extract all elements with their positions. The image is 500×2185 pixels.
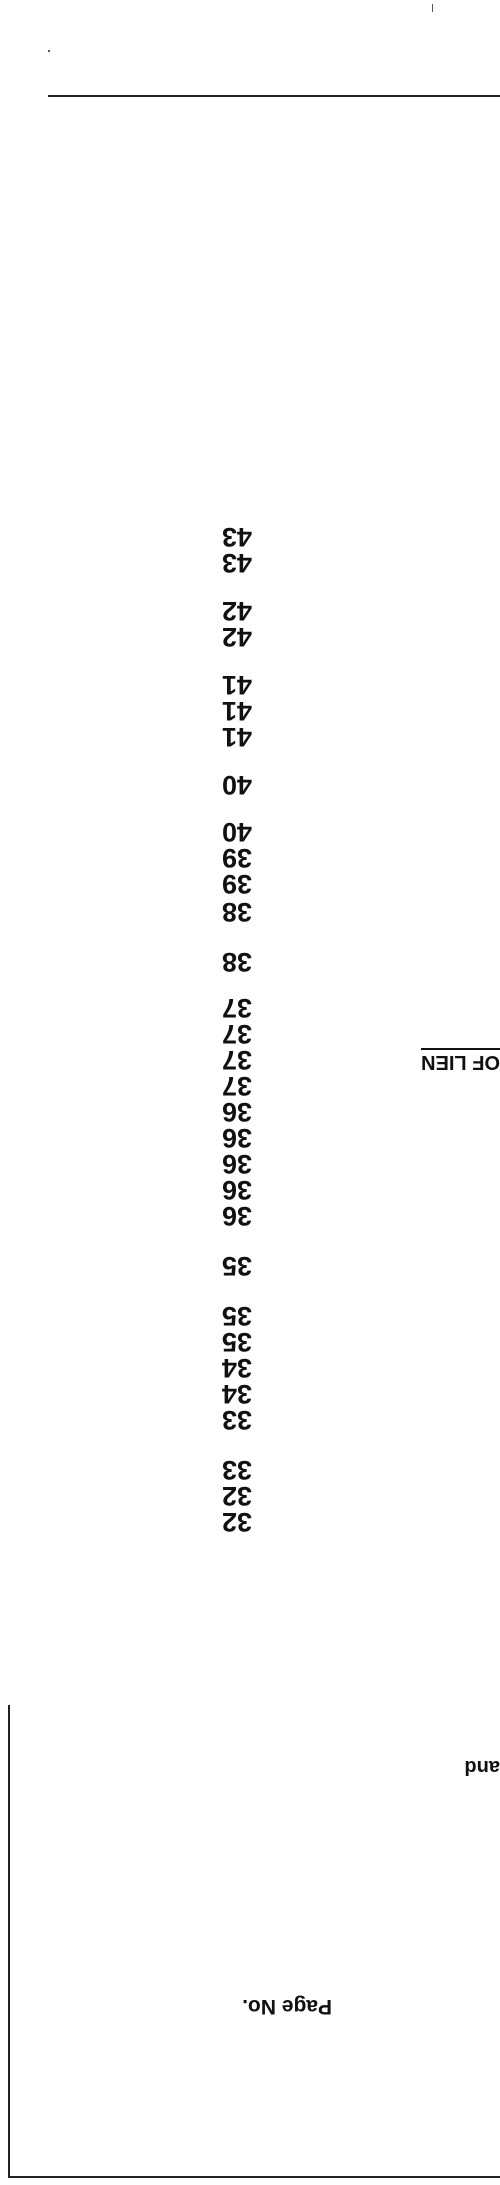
- scan-speck: [48, 50, 50, 52]
- page-number: 35: [221, 1251, 252, 1281]
- bottom-rule: [8, 2176, 500, 2178]
- page-number-header: Page No.: [242, 1995, 332, 2018]
- page-number: 37: [221, 1045, 252, 1075]
- page-number: 36: [221, 1097, 252, 1127]
- body-text-fragment: and: [464, 1756, 500, 1778]
- page-number: 37: [221, 993, 252, 1023]
- page-number: 40: [221, 817, 252, 847]
- page-number: 39: [221, 843, 252, 873]
- top-rule: [48, 95, 500, 97]
- page-number: 34: [221, 1379, 252, 1409]
- page-number: 36: [221, 1201, 252, 1231]
- left-rule: [8, 1705, 10, 2178]
- page-number: 35: [221, 1301, 252, 1331]
- page-number: 41: [221, 670, 252, 700]
- page-number: 33: [221, 1455, 252, 1485]
- page-number: 40: [221, 770, 252, 800]
- page-number: 33: [221, 1405, 252, 1435]
- section-heading-fragment: OF LIEN: [340, 1048, 500, 1073]
- page-number: 36: [221, 1149, 252, 1179]
- page-number: 34: [221, 1353, 252, 1383]
- page-number: 39: [221, 869, 252, 899]
- page-number: 38: [221, 897, 252, 927]
- scan-speck: [432, 4, 433, 12]
- page-number: 36: [221, 1123, 252, 1153]
- page-number: 41: [221, 696, 252, 726]
- page-number: 43: [221, 522, 252, 552]
- page-number: 42: [221, 596, 252, 626]
- page-number: 36: [221, 1175, 252, 1205]
- page-number: 37: [221, 1019, 252, 1049]
- page-number: 38: [221, 947, 252, 977]
- page-number: 32: [221, 1481, 252, 1511]
- page-number: 37: [221, 1071, 252, 1101]
- page-number: 42: [221, 622, 252, 652]
- page-number: 43: [221, 548, 252, 578]
- page-number: 41: [221, 722, 252, 752]
- section-heading-text: OF LIEN: [421, 1048, 500, 1073]
- page-number: 35: [221, 1327, 252, 1357]
- page-number: 32: [221, 1507, 252, 1537]
